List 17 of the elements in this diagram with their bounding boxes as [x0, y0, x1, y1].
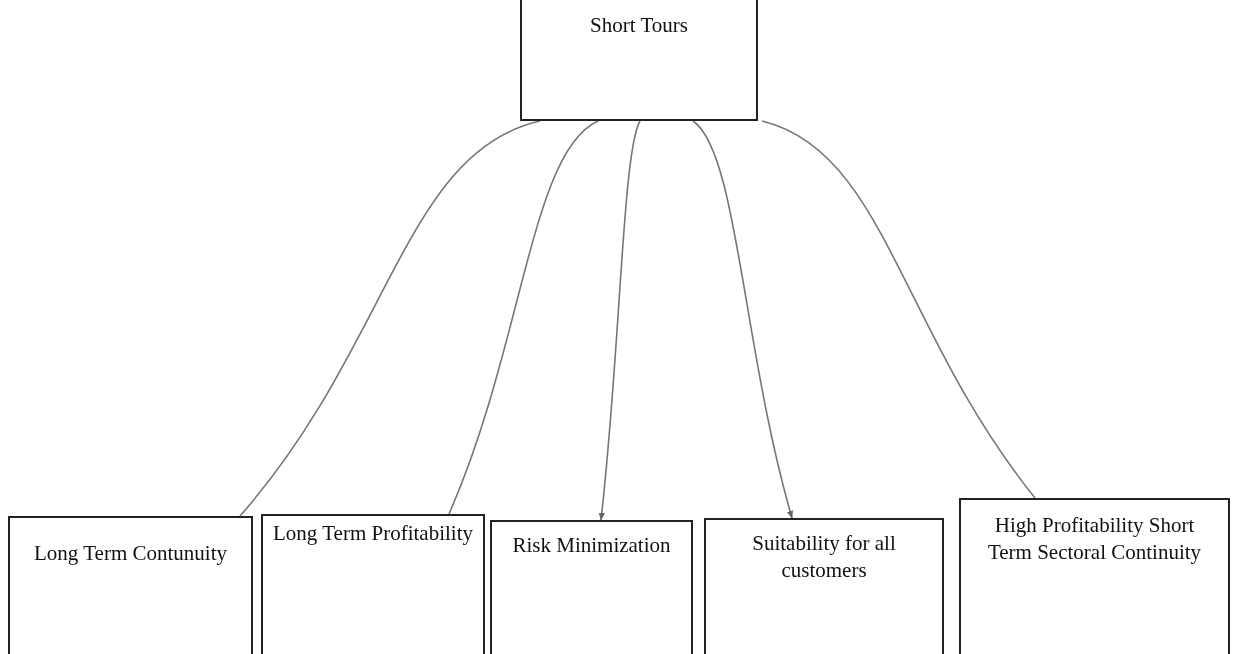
node-label: Suitability for all customers — [751, 530, 897, 585]
root-box — [520, 0, 758, 121]
node-label: Long Term Contunuity — [33, 540, 228, 567]
connector — [448, 120, 599, 515]
node-label: Risk Minimization — [511, 532, 672, 559]
connector — [692, 120, 794, 519]
connector — [598, 120, 641, 521]
connector — [761, 120, 1036, 499]
branch-box — [490, 520, 693, 654]
node-label: High Profitability Short Term Sectoral Continuity — [986, 512, 1203, 567]
branch-box — [959, 498, 1230, 654]
node-label: Long Term Profitability — [273, 520, 473, 547]
node-label: Short Tours — [589, 12, 689, 39]
branch-box — [8, 516, 253, 654]
connector — [239, 120, 541, 517]
branch-box — [261, 514, 485, 654]
branch-box — [704, 518, 944, 654]
